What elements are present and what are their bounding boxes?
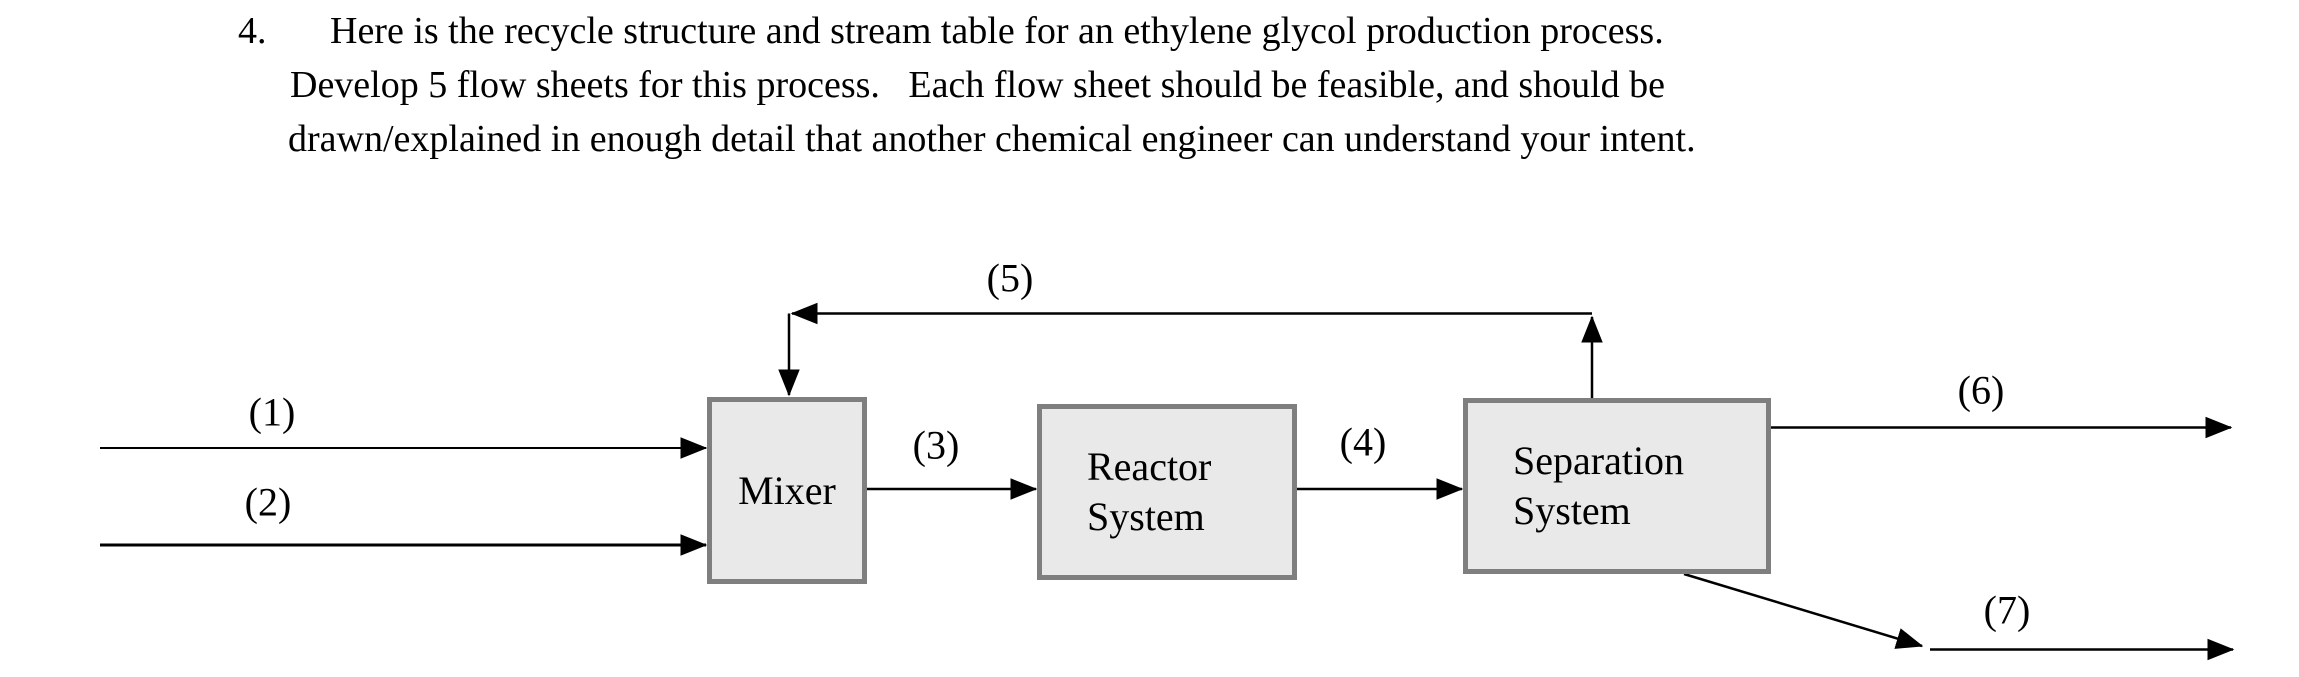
stream-4-label: (4) bbox=[1339, 419, 1387, 465]
stream-5-label: (5) bbox=[986, 255, 1034, 301]
reactor-block-label-line-2: System bbox=[1087, 494, 1205, 539]
separation-system-block: Separation System bbox=[1463, 398, 1771, 574]
stream-7-label: (7) bbox=[1983, 587, 2031, 633]
reactor-system-block: Reactor System bbox=[1037, 404, 1297, 580]
stream-7-diagonal-arrow bbox=[1683, 572, 1924, 649]
stream-6-label: (6) bbox=[1957, 367, 2005, 413]
separation-block-label-line-2: System bbox=[1513, 488, 1631, 533]
problem-text-line-2: Develop 5 flow sheets for this process. … bbox=[290, 64, 1666, 106]
stream-1-label: (1) bbox=[248, 389, 296, 435]
problem-text-line-3: drawn/explained in enough detail that an… bbox=[288, 118, 1696, 160]
reactor-block-label-line-1: Reactor bbox=[1087, 444, 1212, 489]
problem-number: 4. bbox=[238, 10, 267, 52]
problem-text-line-1: Here is the recycle structure and stream… bbox=[330, 10, 1664, 52]
separation-block-label-line-1: Separation bbox=[1513, 438, 1685, 483]
stream-3-label: (3) bbox=[912, 422, 960, 468]
stream-2-label: (2) bbox=[244, 479, 292, 525]
mixer-block: Mixer bbox=[707, 397, 867, 584]
mixer-block-label: Mixer bbox=[738, 467, 836, 513]
